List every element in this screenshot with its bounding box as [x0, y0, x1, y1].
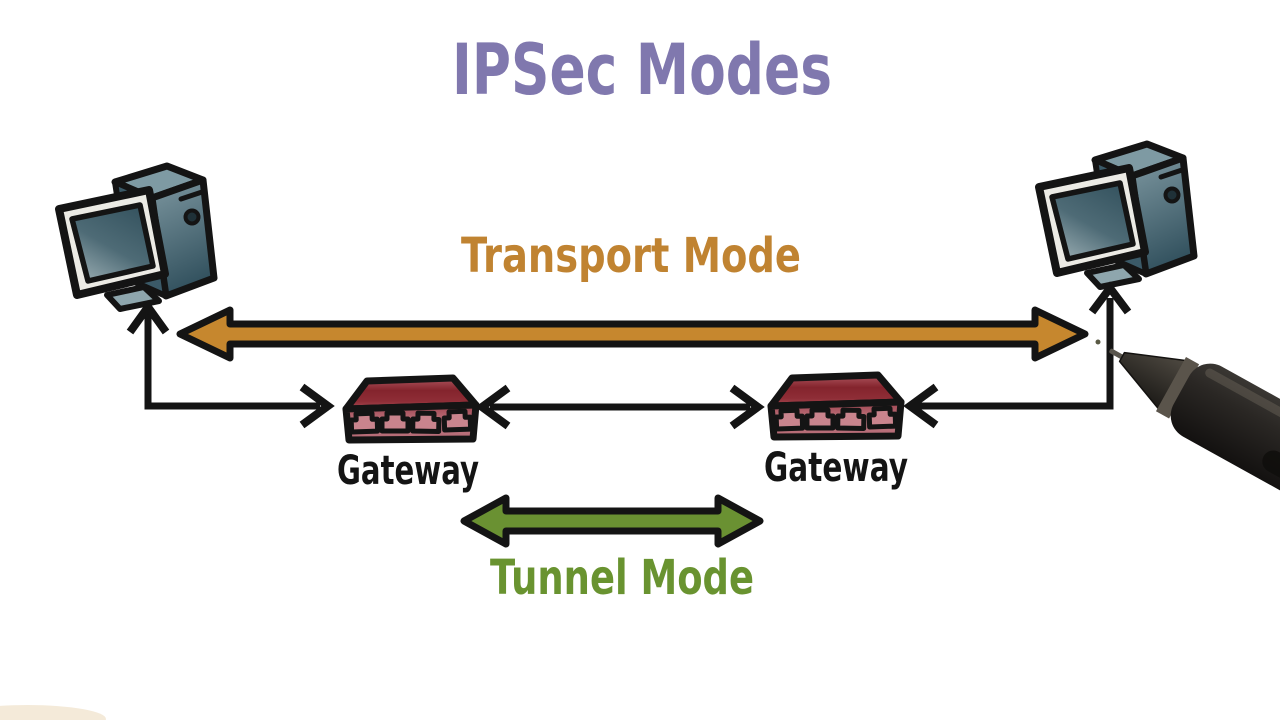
pen-mark-dot	[1095, 339, 1101, 345]
link-line	[144, 312, 320, 410]
link-gateway-to-computer-right	[903, 281, 1132, 429]
stylus-pen-icon	[1109, 348, 1280, 553]
arrowhead-left-icon	[903, 383, 939, 429]
pen-body-sheen	[1205, 368, 1280, 495]
gateway-icon-right	[771, 375, 901, 437]
gateway-left-label: Gateway	[337, 448, 479, 494]
arrowhead-up-icon	[126, 300, 170, 335]
gateway-icon-left	[346, 378, 476, 440]
arrowhead-right-icon	[729, 384, 765, 430]
link-computer-left-to-gateway	[126, 300, 335, 429]
tunnel-mode-arrow	[460, 494, 764, 548]
tunnel-mode-label: Tunnel Mode	[490, 550, 754, 606]
pen-collar	[1155, 357, 1200, 419]
link-gateway-to-gateway	[475, 384, 765, 430]
transport-mode-label: Transport Mode	[461, 228, 801, 284]
smudge-mark	[0, 705, 106, 720]
arrowhead-right-icon	[299, 383, 335, 429]
pen-body	[1170, 363, 1280, 553]
link-line	[916, 298, 1114, 410]
arrowhead-left-icon	[475, 384, 511, 430]
gateway-right-label: Gateway	[764, 445, 908, 491]
transport-mode-arrow	[176, 306, 1089, 362]
arrowhead-up-icon	[1088, 281, 1132, 315]
page-title: IPSec Modes	[452, 29, 832, 111]
